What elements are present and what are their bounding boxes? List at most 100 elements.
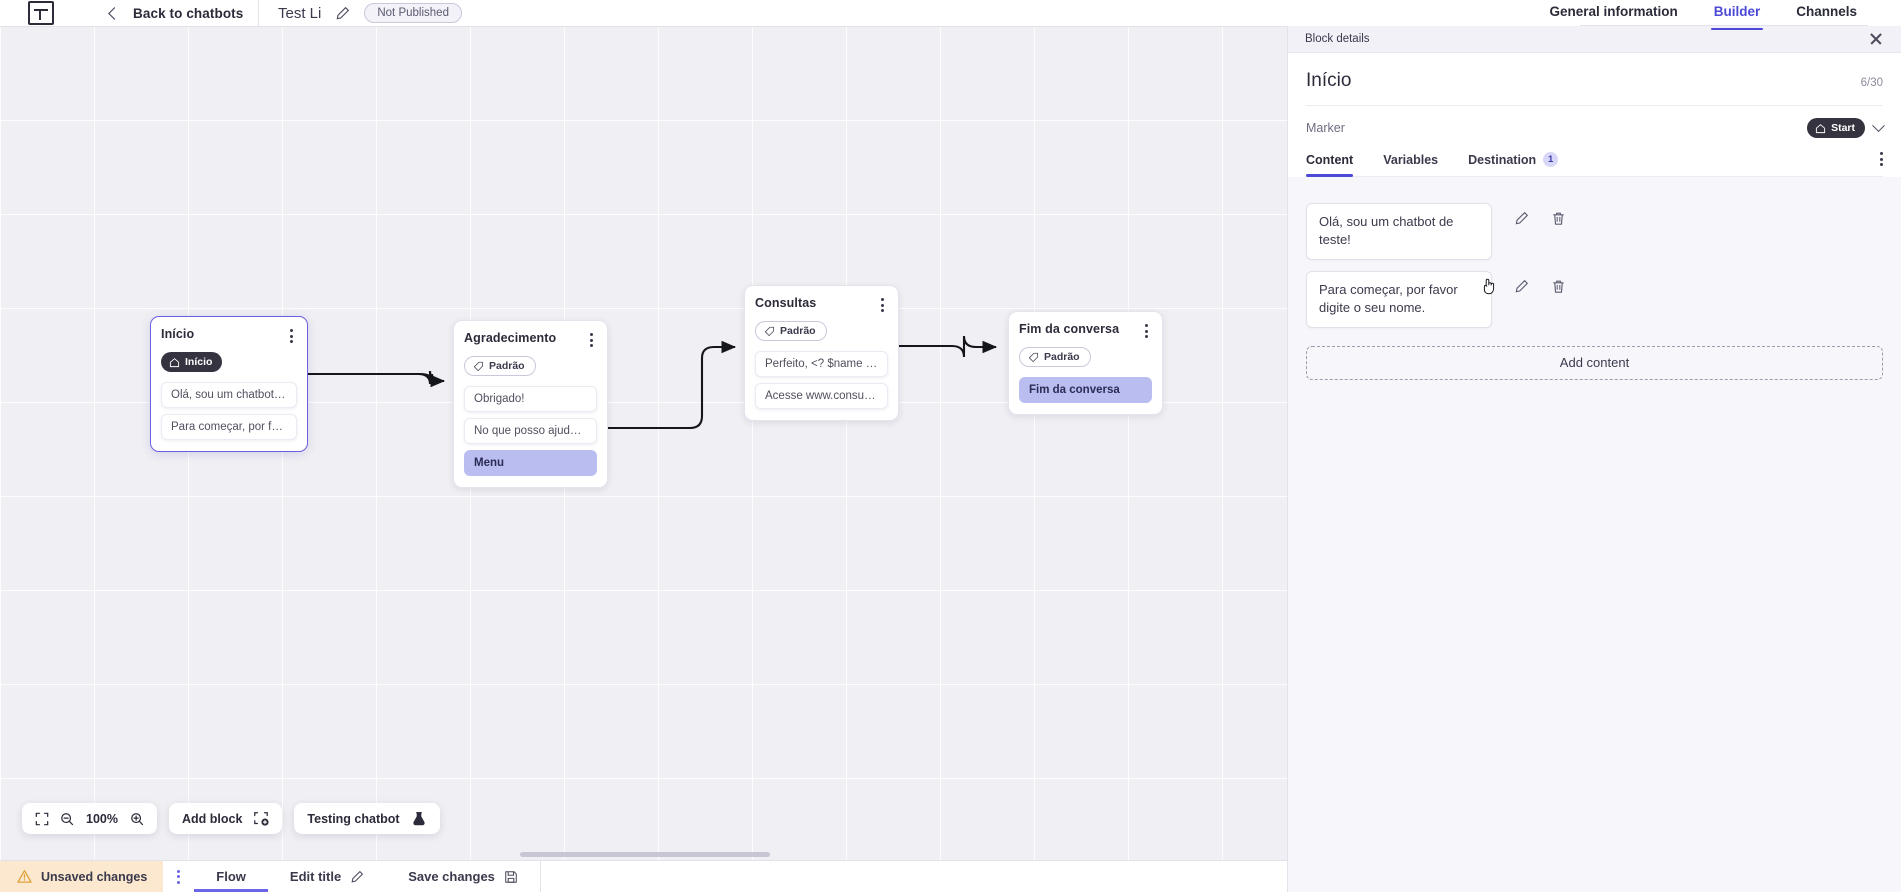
content-text[interactable]: Olá, sou um chatbot de teste!	[1306, 203, 1492, 260]
flow-canvas[interactable]: Início Início Olá, sou um chatbot de tes…	[0, 26, 1287, 860]
edit-title-label: Edit title	[289, 869, 342, 884]
block-header: Agradecimento	[464, 331, 597, 349]
trash-icon[interactable]	[1551, 211, 1566, 226]
tab-general-information[interactable]: General information	[1549, 4, 1678, 19]
unsaved-changes-indicator: Unsaved changes	[0, 861, 164, 892]
top-bar-left: Back to chatbots	[0, 0, 243, 26]
unsaved-changes-label: Unsaved changes	[41, 869, 148, 884]
block-marker-badge: Padrão	[755, 321, 827, 341]
content-text[interactable]: Para começar, por favor digite o seu nom…	[1306, 270, 1492, 328]
block-rows: Perfeito, <? $name ?>! Acesse www.consul…	[755, 350, 888, 409]
block-rows: Olá, sou um chatbot de teste! Para começ…	[161, 381, 297, 440]
block-row[interactable]: Acesse www.consultas.com par...	[755, 382, 888, 409]
tab-channels[interactable]: Channels	[1796, 4, 1857, 19]
canvas-top-border	[0, 26, 1287, 27]
badge-row: Padrão	[1019, 347, 1152, 368]
tab-variables[interactable]: Variables	[1383, 153, 1438, 176]
trash-icon[interactable]	[1551, 279, 1566, 294]
tab-variables-label: Variables	[1383, 152, 1439, 167]
chatbot-logo-icon	[28, 1, 54, 25]
add-block-icon	[254, 811, 269, 826]
block-marker-badge: Início	[161, 352, 223, 372]
chevron-down-icon[interactable]	[1872, 118, 1885, 132]
content-actions	[1492, 203, 1566, 226]
panel-header-title: Block details	[1305, 33, 1370, 45]
block-row[interactable]: Olá, sou um chatbot de teste!	[161, 381, 297, 408]
chevron-left-icon[interactable]	[108, 6, 121, 20]
fit-screen-icon[interactable]	[35, 812, 49, 826]
block-rows: Fim da conversa	[1019, 376, 1152, 403]
zoom-in-icon[interactable]	[130, 812, 144, 826]
horizontal-scrollbar[interactable]	[520, 852, 770, 857]
flow-block-consultas[interactable]: Consultas Padrão Perfeito, <? $name ?>! …	[744, 285, 899, 421]
block-marker-badge: Padrão	[1019, 347, 1091, 367]
tab-builder[interactable]: Builder	[1710, 4, 1763, 30]
marker-label: Marker	[1306, 121, 1345, 135]
block-menu-button[interactable]	[877, 296, 888, 314]
panel-title-row: Início 6/30	[1306, 53, 1883, 106]
bottom-bar-menu-button[interactable]	[163, 861, 194, 892]
badge-label: Padrão	[1044, 351, 1080, 363]
block-row-menu[interactable]: Fim da conversa	[1019, 376, 1152, 403]
block-header: Consultas	[755, 296, 888, 314]
block-title: Agradecimento	[464, 331, 557, 345]
block-menu-button[interactable]	[1141, 322, 1152, 340]
tab-content-label: Content	[1306, 152, 1354, 167]
block-menu-button[interactable]	[286, 327, 297, 345]
close-icon[interactable]	[1869, 32, 1883, 46]
tag-icon	[764, 326, 775, 336]
marker-select[interactable]: Start	[1807, 118, 1885, 138]
add-block-button[interactable]: Add block	[169, 803, 283, 834]
testing-chatbot-button[interactable]: Testing chatbot	[294, 803, 440, 834]
top-bar-divider	[258, 0, 259, 27]
pencil-icon[interactable]	[1514, 279, 1529, 294]
home-icon	[1815, 123, 1826, 133]
block-details-panel: Block details Início 6/30 Marker Start	[1287, 26, 1901, 892]
zoom-level-value: 100%	[86, 811, 118, 826]
add-content-button[interactable]: Add content	[1306, 345, 1883, 380]
block-title: Consultas	[755, 296, 817, 310]
testing-chatbot-label: Testing chatbot	[307, 811, 400, 826]
panel-tabs-menu-button[interactable]	[1880, 152, 1883, 166]
block-row[interactable]: Perfeito, <? $name ?>!	[755, 350, 888, 377]
content-item: Olá, sou um chatbot de teste!	[1306, 203, 1883, 260]
back-to-chatbots-link[interactable]: Back to chatbots	[133, 5, 244, 21]
zoom-controls: 100%	[22, 803, 157, 834]
flow-block-fim-da-conversa[interactable]: Fim da conversa Padrão Fim da conversa	[1008, 311, 1163, 415]
panel-body: Início 6/30 Marker Start Conten	[1288, 53, 1901, 177]
content-item: Para começar, por favor digite o seu nom…	[1306, 270, 1883, 328]
edit-title-button[interactable]: Edit title	[268, 861, 386, 892]
block-row[interactable]: Obrigado!	[464, 385, 597, 412]
block-row[interactable]: No que posso ajudar, <? $name ...	[464, 417, 597, 444]
bottom-tab-flow[interactable]: Flow	[194, 861, 268, 892]
pencil-icon[interactable]	[335, 6, 350, 21]
flow-block-inicio[interactable]: Início Início Olá, sou um chatbot de tes…	[150, 316, 308, 452]
warning-triangle-icon	[17, 870, 32, 883]
block-row[interactable]: Para começar, por favor digite o ...	[161, 413, 297, 440]
mouse-cursor-pointer	[1483, 278, 1495, 295]
top-bar: Back to chatbots Test Li Not Published G…	[0, 0, 1901, 30]
top-nav: General information Builder Channels	[1549, 0, 1901, 30]
block-rows: Obrigado! No que posso ajudar, <? $name …	[464, 385, 597, 476]
marker-value: Start	[1831, 122, 1855, 134]
pencil-icon[interactable]	[1514, 211, 1529, 226]
tab-destination-label: Destination	[1468, 152, 1537, 167]
tab-content[interactable]: Content	[1306, 152, 1354, 177]
tab-destination[interactable]: Destination 1	[1468, 152, 1559, 176]
badge-row: Padrão	[464, 356, 597, 377]
block-menu-button[interactable]	[586, 331, 597, 349]
zoom-out-icon[interactable]	[60, 812, 74, 826]
destination-count-badge: 1	[1543, 152, 1559, 167]
save-changes-button[interactable]: Save changes	[386, 861, 540, 892]
canvas-toolbar: 100% Add block Testing chatbot	[22, 803, 440, 834]
block-row-menu[interactable]: Menu	[464, 449, 597, 476]
save-disk-icon	[505, 870, 517, 883]
pencil-icon	[351, 870, 364, 882]
block-name-title: Início	[1306, 70, 1352, 91]
bottom-bar-actions: Flow Edit title Save changes	[163, 861, 541, 892]
flow-block-agradecimento[interactable]: Agradecimento Padrão Obrigado! No que po…	[453, 320, 608, 488]
home-icon	[169, 357, 180, 367]
add-block-label: Add block	[182, 811, 243, 826]
bot-title-group: Test Li Not Published	[278, 0, 462, 26]
